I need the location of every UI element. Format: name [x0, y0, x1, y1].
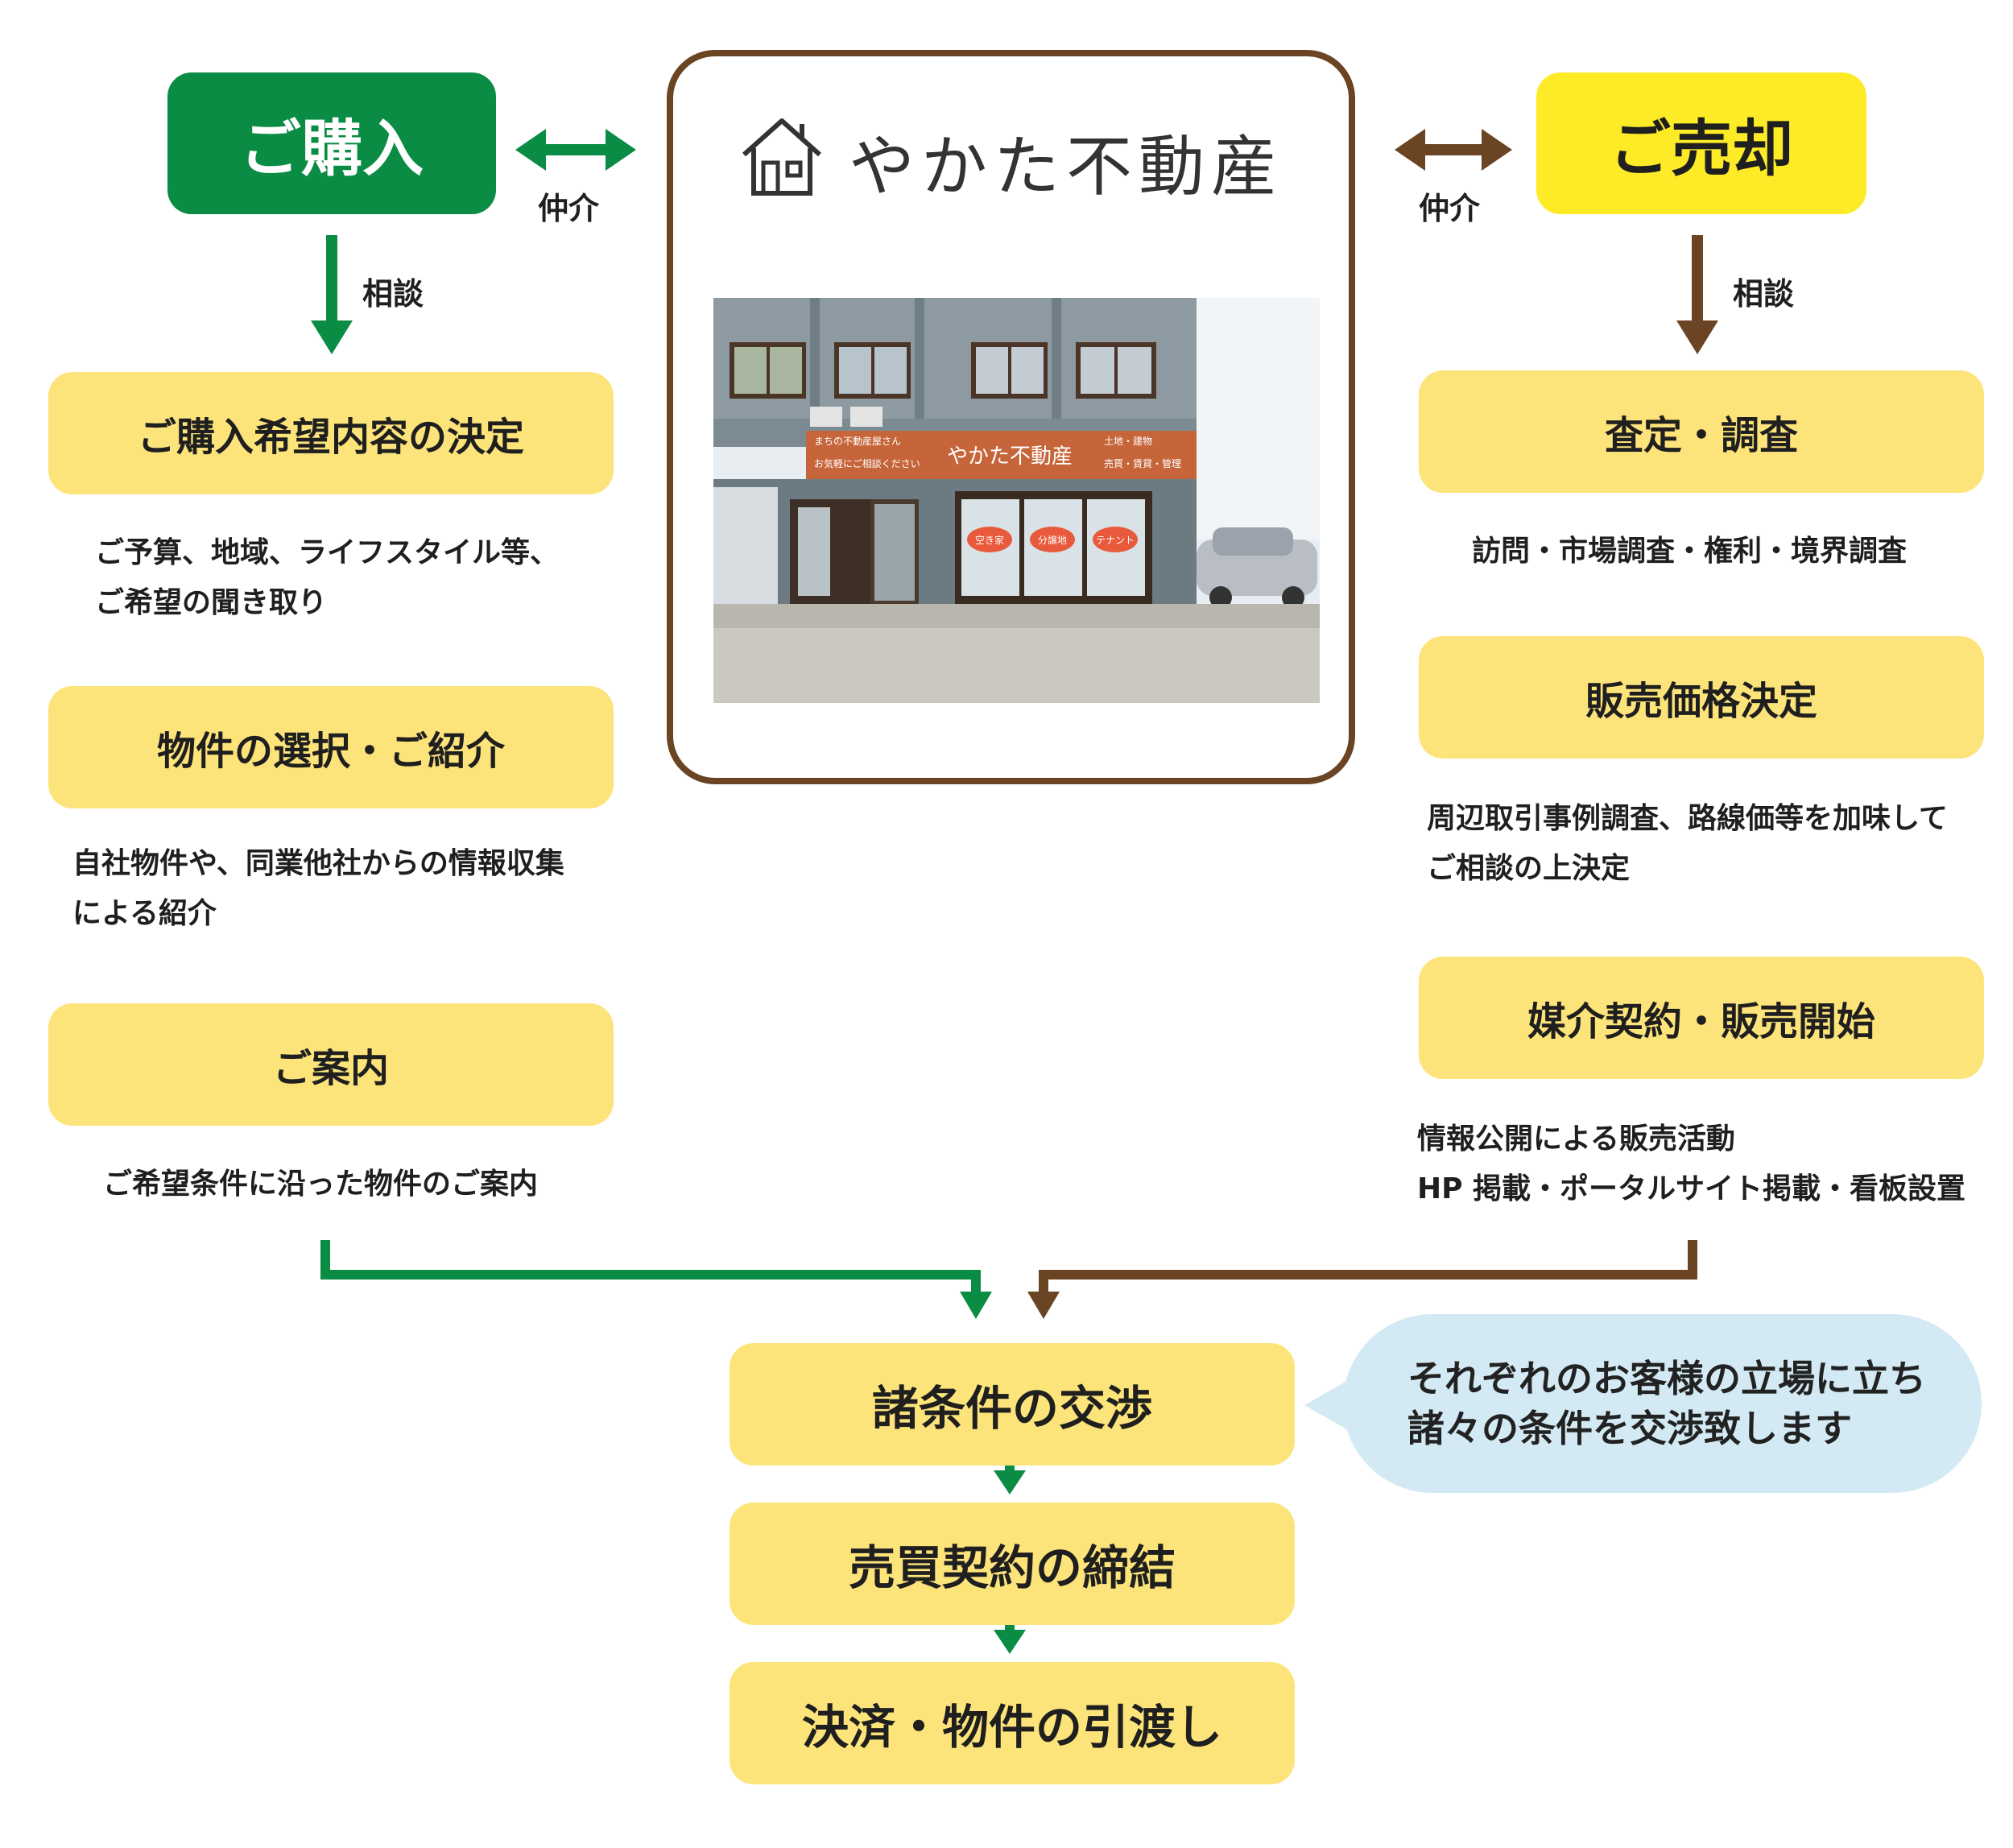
sell-consult-label: 相談	[1733, 276, 1795, 312]
final-step-contract: 売買契約の締結	[730, 1503, 1295, 1625]
storefront-illustration	[713, 298, 1320, 703]
desc-line: 訪問・市場調査・権利・境界調査	[1472, 535, 1908, 568]
window-bubble-2: 分譲地	[1038, 535, 1068, 546]
buy-step-3-desc: ご希望条件に沿った物件のご案内	[103, 1160, 538, 1209]
sell-heading: ご売却	[1536, 72, 1866, 214]
buy-step-2: 物件の選択・ご紹介	[48, 686, 614, 808]
buy-heading: ご購入	[167, 72, 496, 214]
window-bubble-3: テナント	[1096, 535, 1135, 546]
sell-merge-connector	[1027, 1240, 1697, 1319]
desc-line: ご予算、地域、ライフスタイル等、	[95, 536, 560, 569]
sign-left-bottom: お気軽にご相談ください	[814, 458, 920, 469]
note-line: 諸々の条件を交渉致します	[1407, 1407, 1852, 1450]
company-box: やかた不動産	[667, 50, 1355, 784]
storefront-photo: まちの不動産屋さん お気軽にご相談ください やかた不動産 土地・建物 売買・賃貸…	[713, 298, 1320, 703]
desc-line: ご希望条件に沿った物件のご案内	[103, 1168, 539, 1201]
sell-mediation-arrow	[1395, 129, 1512, 171]
buy-consult-label: 相談	[362, 276, 424, 312]
final-step-settlement: 決済・物件の引渡し	[730, 1662, 1295, 1784]
sell-mediation-label: 仲介	[1419, 191, 1481, 226]
sell-consult-arrow	[1676, 235, 1718, 354]
buy-step-3: ご案内	[48, 1003, 614, 1126]
buy-mediation-arrow	[515, 129, 636, 171]
buy-step-1-desc: ご予算、地域、ライフスタイル等、 ご希望の聞き取り	[95, 528, 559, 628]
sell-step-3: 媒介契約・販売開始	[1419, 957, 1984, 1079]
negotiation-note-bubble: それぞれのお客様の立場に立ち 諸々の条件を交渉致します	[1343, 1314, 1982, 1493]
buy-step-2-desc: 自社物件や、同業他社からの情報収集 による紹介	[72, 839, 564, 939]
buy-mediation-label: 仲介	[538, 191, 600, 226]
window-bubble-1: 空き家	[975, 535, 1005, 546]
buy-step-1: ご購入希望内容の決定	[48, 372, 614, 494]
desc-line: による紹介	[72, 897, 217, 930]
desc-line: 情報公開による販売活動	[1417, 1122, 1735, 1156]
sell-step-2: 販売価格決定	[1419, 636, 1984, 759]
sign-left-top: まちの不動産屋さん	[814, 436, 902, 447]
desc-line: 周辺取引事例調査、路線価等を加味して	[1427, 802, 1948, 835]
company-name: やかた不動産	[849, 129, 1284, 205]
desc-line: 自社物件や、同業他社からの情報収集	[72, 847, 564, 880]
sign-right-bottom: 売買・賃貸・管理	[1104, 458, 1182, 469]
sell-step-1: 査定・調査	[1419, 370, 1984, 493]
sell-step-1-desc: 訪問・市場調査・権利・境界調査	[1472, 527, 1907, 577]
desc-line: ご相談の上決定	[1427, 852, 1631, 885]
buy-merge-connector	[320, 1240, 992, 1319]
house-icon	[742, 118, 821, 196]
final-step-negotiation: 諸条件の交渉	[730, 1343, 1295, 1466]
buy-consult-arrow	[311, 235, 353, 354]
sell-step-3-desc: 情報公開による販売活動 HP 掲載・ポータルサイト掲載・看板設置	[1417, 1114, 1965, 1214]
sign-right-top: 土地・建物	[1104, 436, 1153, 447]
note-line: それぞれのお客様の立場に立ち	[1407, 1357, 1926, 1400]
sell-step-2-desc: 周辺取引事例調査、路線価等を加味して ご相談の上決定	[1427, 794, 1948, 894]
desc-line: HP 掲載・ポータルサイト掲載・看板設置	[1417, 1172, 1966, 1205]
desc-line: ご希望の聞き取り	[95, 586, 328, 619]
sign-name: やかた不動産	[947, 444, 1073, 469]
